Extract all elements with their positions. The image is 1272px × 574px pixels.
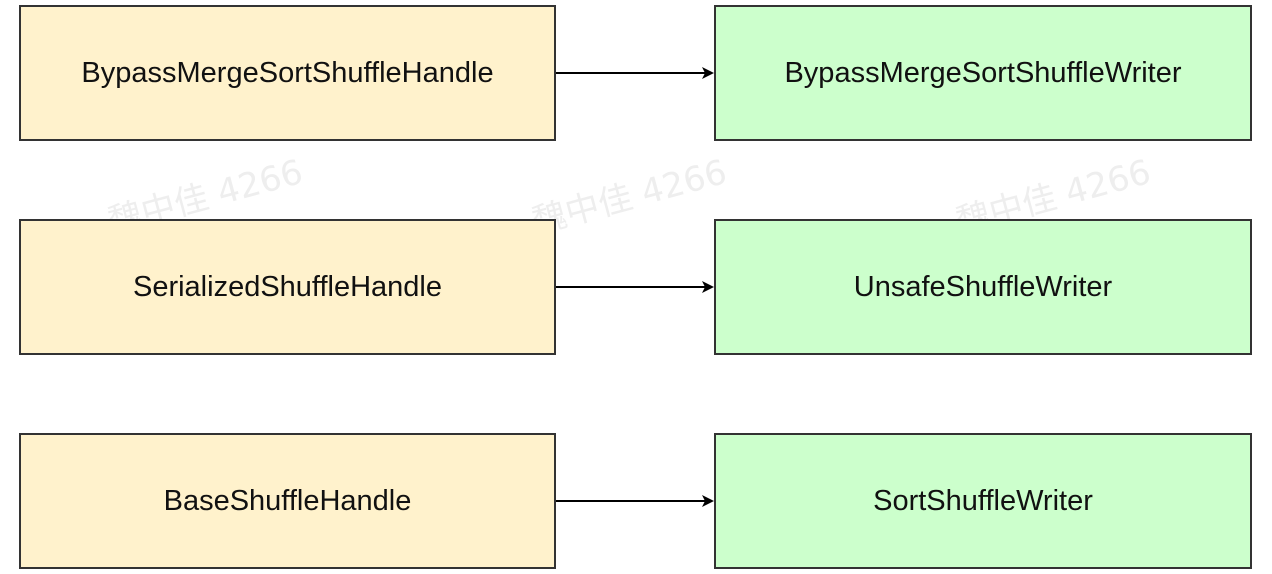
handle-box-base: BaseShuffleHandle: [19, 433, 556, 569]
handle-label: BaseShuffleHandle: [163, 484, 412, 517]
handle-label: BypassMergeSortShuffleHandle: [81, 56, 494, 89]
writer-label: SortShuffleWriter: [873, 484, 1093, 517]
writer-box-unsafe: UnsafeShuffleWriter: [714, 219, 1252, 355]
handle-label: SerializedShuffleHandle: [132, 270, 442, 303]
writer-box-bypass-merge-sort: BypassMergeSortShuffleWriter: [714, 5, 1252, 141]
handle-box-bypass-merge-sort: BypassMergeSortShuffleHandle: [19, 5, 556, 141]
handle-box-serialized: SerializedShuffleHandle: [19, 219, 556, 355]
writer-box-sort: SortShuffleWriter: [714, 433, 1252, 569]
writer-label: BypassMergeSortShuffleWriter: [784, 56, 1182, 89]
writer-label: UnsafeShuffleWriter: [853, 270, 1113, 303]
watermark-text: 魏中佳 4266: [528, 152, 731, 243]
